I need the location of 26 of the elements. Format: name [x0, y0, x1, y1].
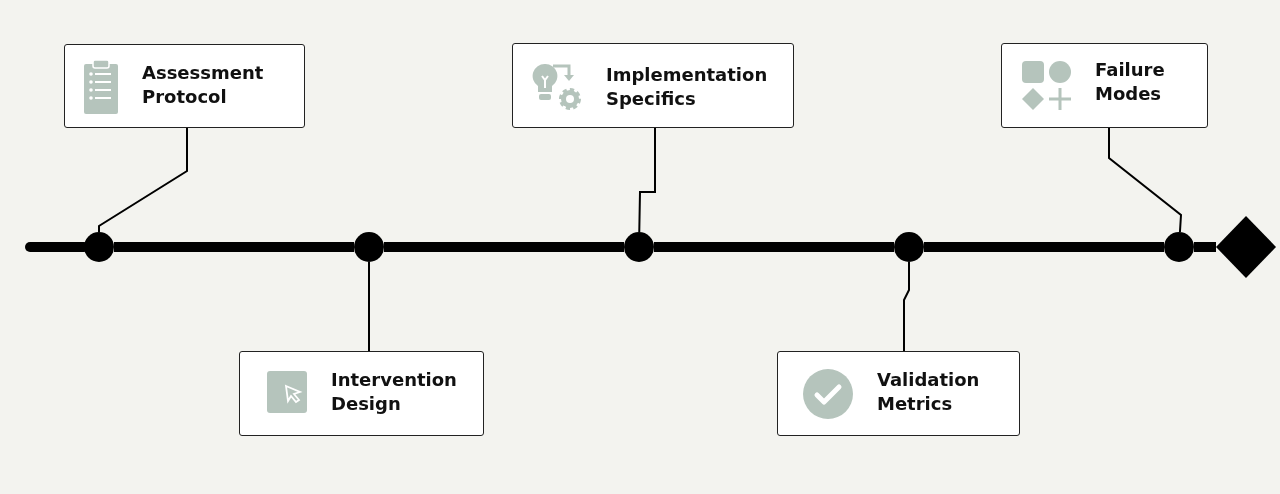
timeline-bar [384, 242, 624, 252]
timeline-dot [1164, 232, 1194, 262]
milestone-title: Intervention Design [331, 368, 458, 416]
end-diamond [1216, 216, 1276, 278]
leader-line [1108, 127, 1183, 234]
milestone-title: Failure Modes [1095, 58, 1166, 106]
timeline-dot [84, 232, 114, 262]
leader-line [98, 127, 188, 233]
milestone-title: Implementation Specifics [606, 63, 769, 111]
leader-line [903, 261, 910, 352]
timeline-dot [894, 232, 924, 262]
card [1001, 43, 1208, 128]
card [239, 351, 484, 436]
timeline-bar [1194, 242, 1216, 252]
card [512, 43, 794, 128]
milestone-title: Validation Metrics [877, 368, 981, 416]
leader-line [638, 127, 656, 233]
card [777, 351, 1020, 436]
leader-line [368, 261, 370, 352]
timeline-bar [654, 242, 894, 252]
timeline-dot [624, 232, 654, 262]
milestone-title: Assessment Protocol [142, 61, 265, 109]
timeline-dot [354, 232, 384, 262]
timeline-bar [114, 242, 354, 252]
card [64, 44, 305, 128]
timeline-bar [924, 242, 1164, 252]
